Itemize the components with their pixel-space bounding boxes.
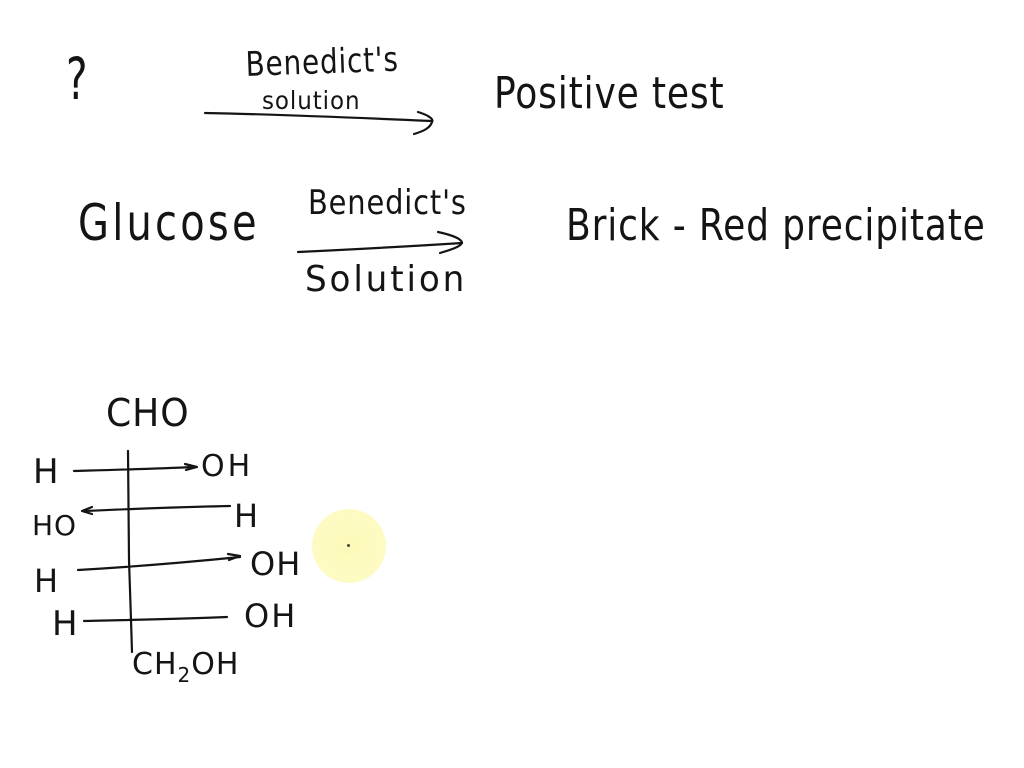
fischer-row-4-right: OH <box>244 597 298 635</box>
reaction-1-reagent-top: Benedict's <box>244 39 400 85</box>
fischer-row-1-right: OH <box>201 449 254 484</box>
fischer-row-3-left: H <box>34 562 60 600</box>
reaction-1-reactant: ? <box>66 45 89 113</box>
fischer-row-3-bond <box>76 555 242 572</box>
reaction-2-product: Brick - Red precipitate <box>566 200 986 251</box>
fischer-row-4-left: H <box>52 604 79 644</box>
fischer-row-4-bond <box>82 615 229 623</box>
fischer-bottom-group: CH2OH <box>132 647 240 686</box>
fischer-backbone <box>126 449 134 654</box>
reaction-2-arrow-icon <box>296 241 464 254</box>
fischer-top-group: CHO <box>106 391 190 435</box>
fischer-bottom-oh: OH <box>191 647 240 682</box>
fischer-bottom-ch: CH <box>132 647 178 682</box>
fischer-row-1-bond <box>72 465 197 473</box>
fischer-row-2-bond <box>82 504 232 513</box>
cursor-pointer-icon <box>347 544 350 547</box>
fischer-row-1-left: H <box>33 452 60 492</box>
reaction-1-product: Positive test <box>494 68 725 119</box>
reaction-1-reagent-bottom: solution <box>262 86 361 115</box>
reaction-2-reactant: Glucose <box>78 194 260 252</box>
fischer-row-3-right: OH <box>250 545 302 583</box>
fischer-row-2-right: H <box>234 497 260 535</box>
reaction-2-reagent-bottom: Solution <box>305 259 468 300</box>
fischer-bottom-subscript: 2 <box>177 663 192 687</box>
reaction-2-reagent-top: Benedict's <box>308 183 467 223</box>
fischer-row-2-left: HO <box>32 509 78 542</box>
